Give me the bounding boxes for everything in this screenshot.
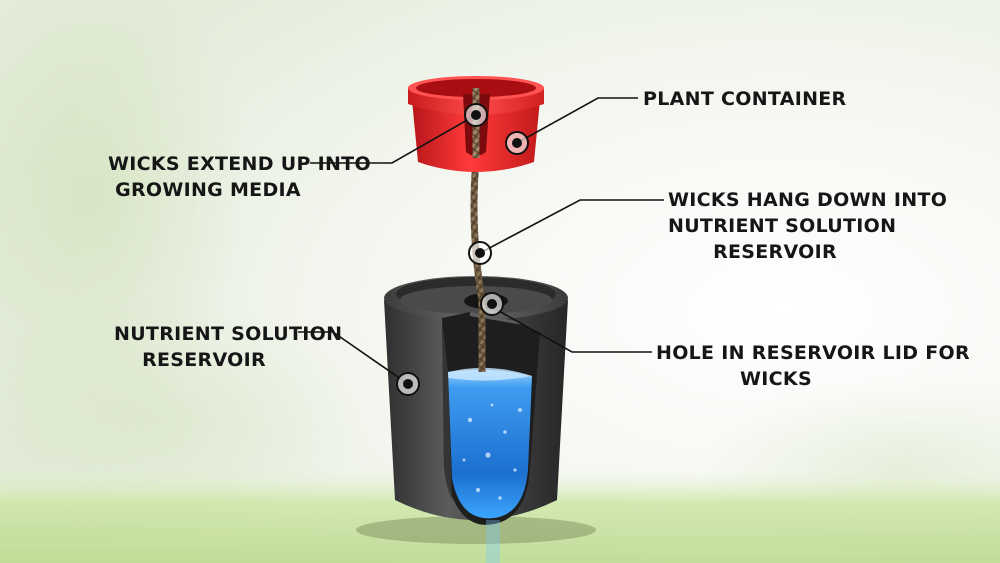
label-reservoir: NUTRIENT SOLUTION RESERVOIR [114, 321, 343, 373]
label-line: RESERVOIR [713, 241, 837, 263]
label-line: WICKS HANG DOWN INTO [668, 189, 948, 211]
leader-plant-container [516, 97, 638, 144]
label-line: HOLE IN RESERVOIR LID FOR [656, 342, 970, 364]
label-line: NUTRIENT SOLUTION [114, 323, 343, 345]
label-line: NUTRIENT SOLUTION [668, 215, 897, 237]
leader-lid-hole [489, 305, 652, 353]
leader-wicks-down [479, 199, 664, 254]
leader-wicks-up [310, 114, 477, 164]
label-line: GROWING MEDIA [115, 179, 301, 201]
label-line: PLANT CONTAINER [643, 88, 847, 110]
label-wicks-down: WICKS HANG DOWN INTO NUTRIENT SOLUTION R… [668, 187, 948, 265]
leader-reservoir [298, 331, 409, 385]
label-line: WICKS EXTEND UP INTO [108, 153, 371, 175]
label-wicks-up: WICKS EXTEND UP INTO GROWING MEDIA [108, 151, 371, 203]
label-line: WICKS [740, 368, 812, 390]
label-line: RESERVOIR [142, 349, 266, 371]
label-plant-container: PLANT CONTAINER [643, 86, 846, 112]
label-lid-hole: HOLE IN RESERVOIR LID FOR WICKS [656, 340, 970, 392]
